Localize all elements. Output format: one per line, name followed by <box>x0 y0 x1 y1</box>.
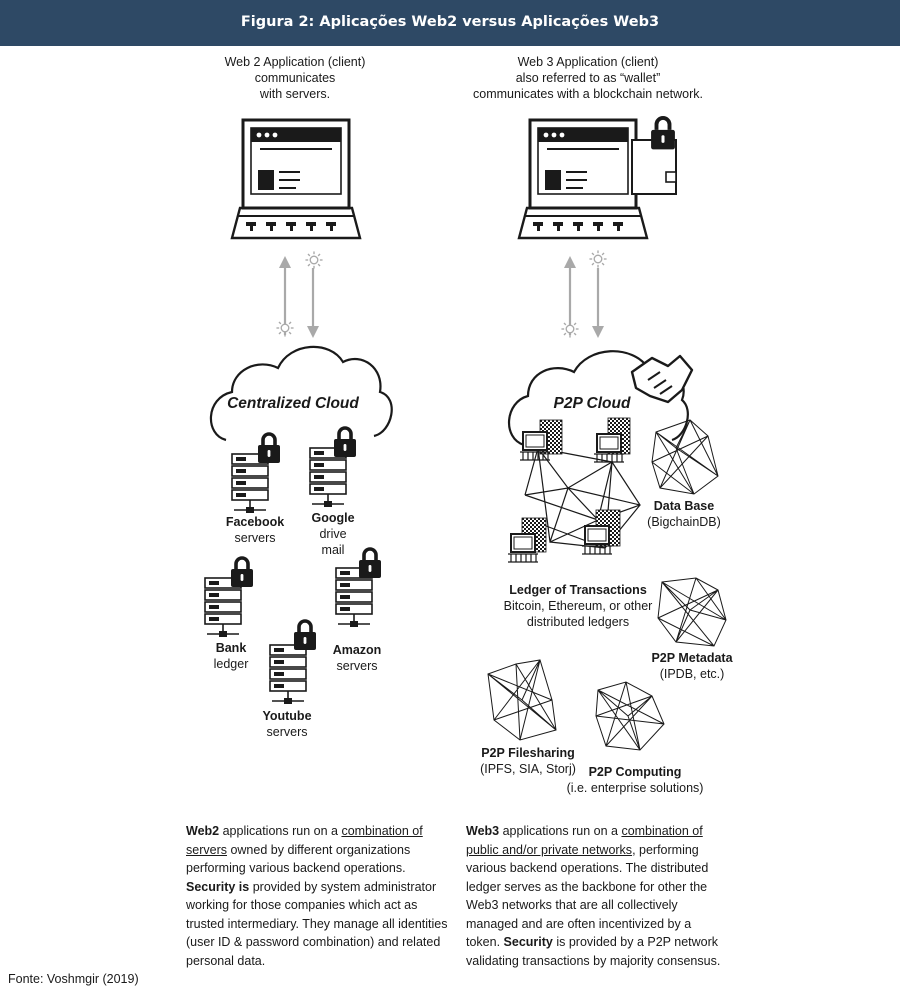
diagram-canvas: Centralized Cloud <box>204 46 727 751</box>
centralized-cloud-shape <box>209 345 393 442</box>
amazon-name: Amazon <box>332 643 382 657</box>
web2-laptop-icon <box>230 118 362 240</box>
youtube-label: Youtube servers <box>237 708 337 740</box>
bank-server-icon <box>204 556 254 638</box>
amazon-server-icon <box>335 547 382 628</box>
amazon-sub: servers <box>336 659 378 673</box>
web3-desc-text-b: , performing various backend operations.… <box>466 842 709 950</box>
computing-label: P2P Computing (i.e. enterprise solutions… <box>560 764 710 796</box>
metadata-network-graph <box>657 577 727 647</box>
wallet-lock-icon <box>631 118 677 195</box>
source-note: Fonte: Voshmgir (2019) <box>8 972 139 986</box>
web2-desc-underlined: combination of servers <box>186 824 423 857</box>
bank-label: Bank ledger <box>181 640 281 672</box>
database-network-graph <box>651 419 719 495</box>
figure-title: Figura 2: Aplicações Web2 versus Aplicaç… <box>0 0 900 46</box>
web2-client-line1: Web 2 Application (client) <box>224 55 366 69</box>
filesharing-label: P2P Filesharing (IPFS, SIA, Storj) <box>468 745 588 777</box>
ledger-sub1: Bitcoin, Ethereum, or other <box>503 599 653 613</box>
ledger-name: Ledger of Transactions <box>509 583 647 597</box>
centralized-cloud-label: Centralized Cloud <box>227 395 359 412</box>
web2-description: Web2 applications run on a combination o… <box>186 822 448 970</box>
metadata-name: P2P Metadata <box>651 651 733 665</box>
google-server-icon <box>309 426 357 508</box>
web3-desc-text-c: is provided by a P2P network validating … <box>466 935 721 968</box>
web2-data-exchange-arrows <box>276 251 323 338</box>
web3-client-line2: also referred to as “wallet” <box>515 71 661 85</box>
database-sub: (BigchainDB) <box>647 515 721 529</box>
web2-security-term: Security is <box>186 879 250 894</box>
facebook-name: Facebook <box>225 515 285 529</box>
metadata-label: P2P Metadata (IPDB, etc.) <box>636 650 748 682</box>
facebook-server-icon <box>231 432 281 514</box>
google-name: Google <box>311 511 355 525</box>
bank-name: Bank <box>215 641 247 655</box>
computing-sub: (i.e. enterprise solutions) <box>566 781 704 795</box>
google-label: Google drive mail <box>283 510 383 558</box>
database-label: Data Base (BigchainDB) <box>634 498 734 530</box>
computing-name: P2P Computing <box>588 765 682 779</box>
web2-client-line2: communicates <box>254 71 336 85</box>
web3-desc-text-a: applications run on a <box>499 824 622 838</box>
google-sub1: drive <box>319 527 347 541</box>
filesharing-sub: (IPFS, SIA, Storj) <box>480 762 576 776</box>
ledger-node-icons <box>508 417 631 563</box>
filesharing-network-graph <box>487 659 557 741</box>
web3-description: Web3 applications run on a combination o… <box>466 822 724 970</box>
amazon-label: Amazon servers <box>307 642 407 674</box>
facebook-label: Facebook servers <box>205 514 305 546</box>
web3-client-caption: Web 3 Application (client) also referred… <box>448 54 728 102</box>
web3-client-line3: communicates with a blockchain network. <box>473 87 703 101</box>
web3-wallet-laptop-icon <box>517 118 649 240</box>
bank-sub: ledger <box>213 657 249 671</box>
p2p-cloud-label: P2P Cloud <box>554 395 631 412</box>
google-sub2: mail <box>321 543 345 557</box>
computing-network-graph <box>595 681 665 751</box>
web2-desc-text-b: owned by different organizations perform… <box>186 842 411 876</box>
database-name: Data Base <box>653 499 715 513</box>
web2-desc-text-a: applications run on a <box>219 824 342 838</box>
web3-security-term: Security <box>503 935 553 949</box>
web3-data-exchange-arrows <box>561 250 607 338</box>
handshake-icon <box>630 354 694 404</box>
facebook-sub: servers <box>234 531 276 545</box>
metadata-sub: (IPDB, etc.) <box>659 667 725 681</box>
web3-desc-term: Web3 <box>466 824 500 838</box>
web3-desc-underlined: combination of public and/or private net… <box>466 824 703 857</box>
web2-client-line3: with servers. <box>259 87 331 101</box>
web2-desc-term: Web2 <box>186 824 220 838</box>
filesharing-name: P2P Filesharing <box>481 746 575 760</box>
youtube-name: Youtube <box>262 709 312 723</box>
web2-security-text: provided by system administrator working… <box>186 879 448 968</box>
web2-client-caption: Web 2 Application (client) communicates … <box>170 54 420 102</box>
web3-client-line1: Web 3 Application (client) <box>517 55 659 69</box>
youtube-sub: servers <box>266 725 308 739</box>
ledger-sub2: distributed ledgers <box>526 615 630 629</box>
ledger-label: Ledger of Transactions Bitcoin, Ethereum… <box>488 582 668 630</box>
